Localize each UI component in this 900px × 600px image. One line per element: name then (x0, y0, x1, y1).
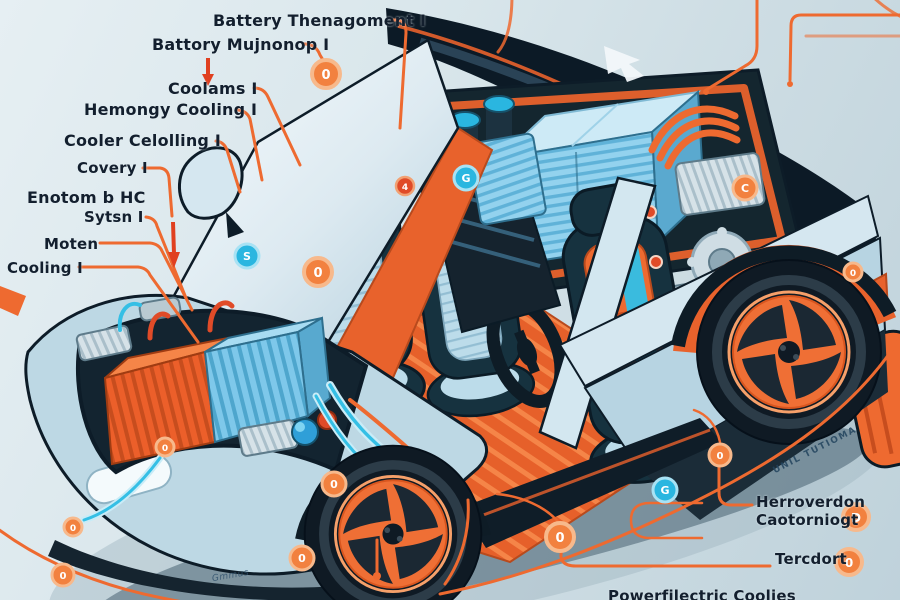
svg-text:0: 0 (313, 266, 322, 281)
label-hemongy-cooling: Hemongy Cooling I (84, 100, 258, 119)
marker-badge-icon: 0 (154, 436, 176, 458)
label-enotom-hc: Enotom b HC (27, 188, 146, 207)
side-mirror (177, 146, 244, 238)
svg-text:0: 0 (850, 269, 856, 279)
marker-badge-icon: G (651, 476, 679, 504)
svg-text:0: 0 (298, 552, 306, 565)
marker-badge-icon: 0 (310, 58, 342, 90)
label-herroverdon: Herroverdon (756, 493, 866, 511)
svg-text:D: D (851, 511, 861, 525)
label-sytsn: Sytsn I (84, 208, 144, 226)
marker-badge-icon: D (841, 502, 871, 532)
airflow-arrow-icon (604, 46, 644, 82)
label-cooling: Cooling I (7, 259, 83, 277)
svg-text:G: G (461, 172, 470, 185)
bottom-clipped-caption: Powerfilectric Coolies (608, 587, 796, 600)
label-coolams: Coolams I (168, 79, 258, 98)
marker-badges: 0 0 S G 4 C 0 0 0 0 0 G 0 D 0 0 0 (50, 58, 871, 588)
marker-badge-icon: 0 (320, 470, 348, 498)
rear-wheel (671, 244, 897, 445)
svg-text:0: 0 (60, 571, 67, 582)
b-pillar (538, 176, 657, 450)
marker-badge-icon: 0 (302, 256, 334, 288)
svg-text:0: 0 (555, 531, 564, 546)
svg-text:0: 0 (70, 524, 76, 534)
svg-text:C: C (741, 182, 749, 195)
marker-badge-icon: 4 (394, 175, 416, 197)
marker-badge-icon: 0 (834, 547, 864, 577)
marker-badge-icon: 0 (50, 562, 76, 588)
label-caotorniogt: Caotorniogt (756, 511, 859, 529)
battery-block-blue (203, 316, 332, 444)
label-moten: Moten (44, 235, 99, 253)
front-wheel (295, 444, 491, 600)
marker-badge-icon: 0 (62, 516, 84, 538)
label-tercdort: Tercdort (775, 550, 847, 568)
svg-text:G: G (660, 484, 669, 497)
label-covery: Covery I (77, 159, 148, 177)
label-battery-mujnonop: Battory Mujnonop I (152, 35, 330, 54)
marker-badge-icon: 0 (288, 544, 316, 572)
marker-badge-icon: 0 (842, 261, 864, 283)
red-arrows (168, 58, 214, 268)
svg-text:0: 0 (321, 68, 330, 83)
label-cooler-celolling: Cooler Celolling I (64, 131, 222, 150)
svg-text:0: 0 (717, 451, 724, 462)
marker-badge-icon: C (731, 174, 759, 202)
label-battery-management: Battery Thenagoment I (213, 11, 427, 30)
svg-text:S: S (243, 250, 251, 263)
leader-lines-left (77, 18, 408, 344)
svg-text:0: 0 (330, 478, 338, 491)
marker-badge-icon: 0 (544, 521, 576, 553)
front-motor-bay (75, 296, 369, 475)
marker-badge-icon: S (233, 242, 261, 270)
leader-lines-top-right (496, 0, 900, 95)
svg-text:0: 0 (162, 444, 168, 454)
marker-badge-icon: 0 (707, 442, 733, 468)
marker-badge-icon: G (452, 164, 480, 192)
ground-lines (0, 334, 900, 600)
svg-text:4: 4 (402, 183, 408, 193)
cable-bundle (648, 105, 741, 170)
svg-text:0: 0 (845, 556, 853, 570)
